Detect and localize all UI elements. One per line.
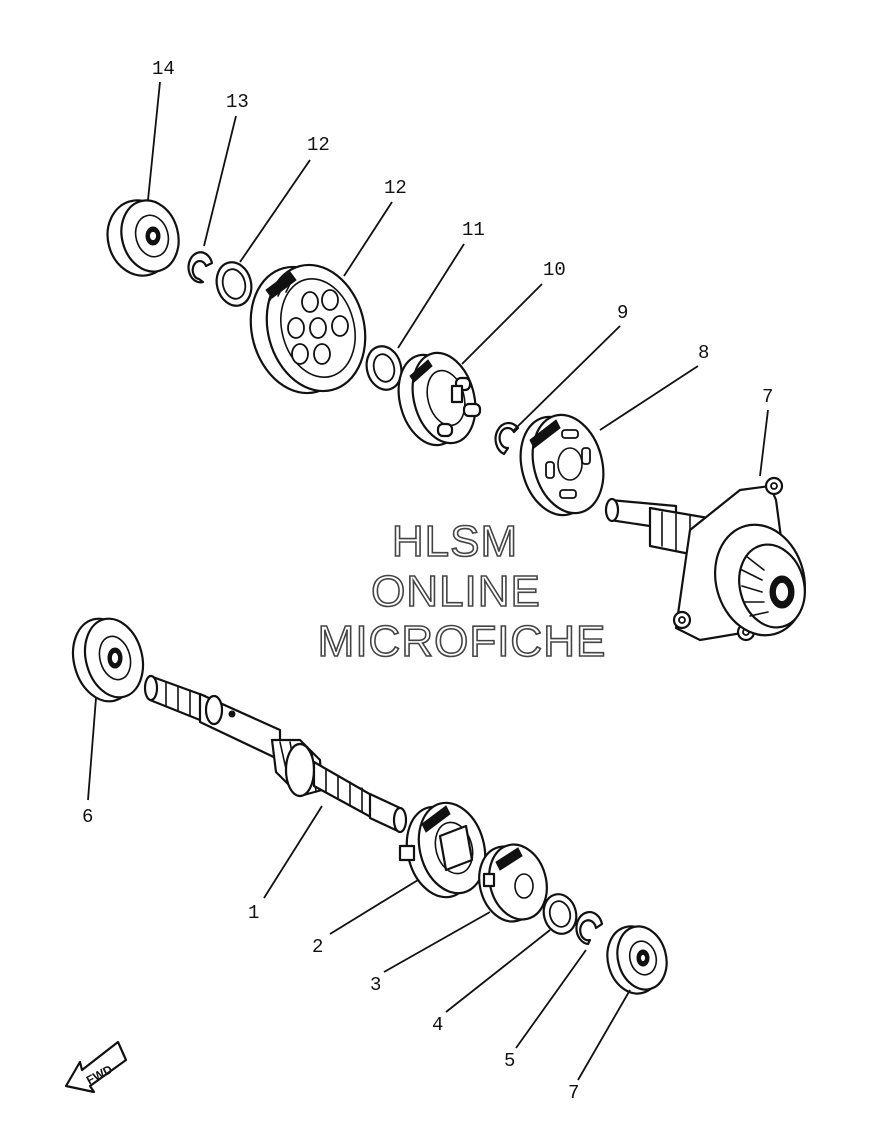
callout-labels: 14 13 12 12 11 10 9 8 7 6 1 2 3 4 5 7 [82,58,773,1104]
callout-6: 6 [82,806,93,828]
callout-15: 14 [152,58,175,80]
callout-4: 4 [432,1014,443,1036]
callout-5: 5 [504,1050,515,1072]
callout-1: 1 [248,902,259,924]
callout-12-upper: 12 [307,134,330,156]
callout-7: 7 [568,1082,579,1104]
part-2-sliding-gear [398,801,487,899]
part-9-gear [519,413,605,517]
callout-9: 8 [698,342,709,364]
callout-13: 12 [384,177,407,199]
part-12-washer-upper [215,261,253,307]
part-5-circlip [575,911,604,946]
part-6-bearing [71,617,145,703]
callout-8: 7 [762,386,773,408]
part-7-bearing [606,925,668,995]
part-1-main-shaft [143,674,408,834]
part-15-bearing [106,199,180,277]
callout-14: 13 [226,91,249,113]
part-8-output-shaft [604,476,807,642]
part-12-washer-lower [365,345,403,391]
callout-10: 9 [617,302,628,324]
leader-lines [87,81,769,1081]
part-10-circlip [494,421,520,456]
callout-12-lower: 11 [462,219,485,241]
callout-3: 3 [370,974,381,996]
watermark: HLSM ONLINE MICROFICHE [317,516,607,667]
fwd-arrow-icon: FWD [64,1040,128,1094]
watermark-line-3: MICROFICHE [318,617,607,666]
part-11-dog-clutch [397,351,482,447]
watermark-line-1: HLSM [392,517,518,566]
part-3-gear [478,843,548,923]
callout-11: 10 [543,259,566,281]
watermark-line-2: ONLINE [371,567,541,616]
part-4-washer [542,893,578,935]
part-13-gear [249,263,367,395]
part-14-circlip [187,251,214,284]
callout-2: 2 [312,936,323,958]
